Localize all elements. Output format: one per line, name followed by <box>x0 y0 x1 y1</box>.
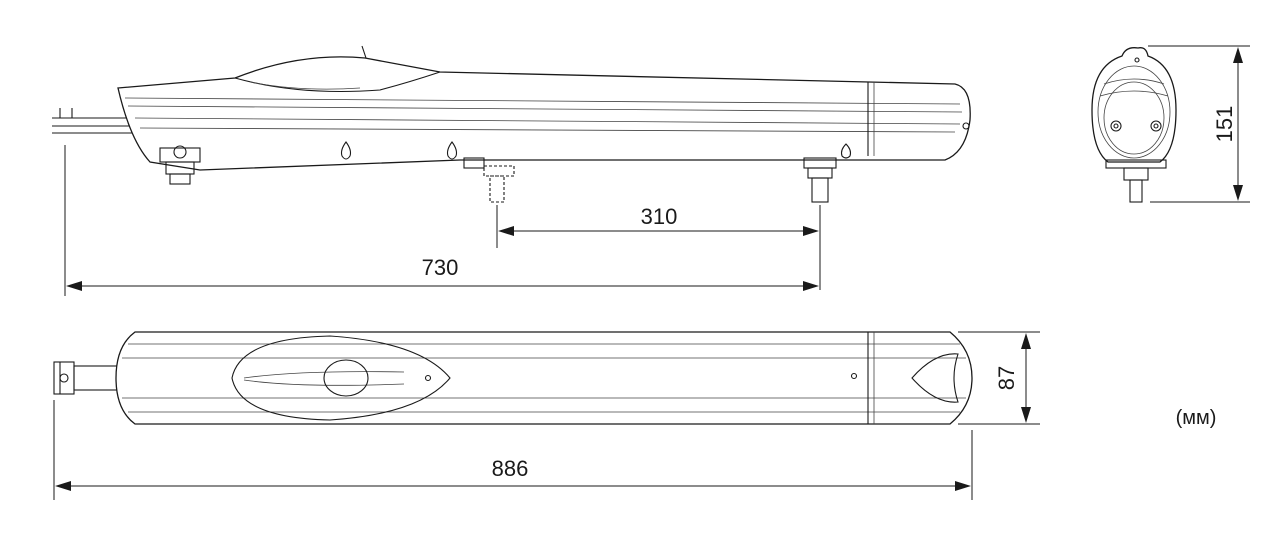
side-view-housing <box>117 56 971 171</box>
top-view-arm <box>53 361 125 395</box>
dimension-label-310: 310 <box>641 204 678 229</box>
dimension-label-886: 886 <box>492 456 529 481</box>
dimension-label-151: 151 <box>1212 106 1237 143</box>
dimension-overall-length: 886 <box>53 400 973 500</box>
dimension-height: 151 <box>1148 45 1250 203</box>
top-view-housing <box>115 331 973 425</box>
side-view-arm <box>52 108 134 134</box>
dimension-label-730: 730 <box>422 255 459 280</box>
dimension-label-87: 87 <box>994 366 1019 390</box>
dimension-pin-spacing: 310 <box>496 204 821 290</box>
dimension-mount-length: 730 <box>64 145 819 296</box>
dimension-width: 87 <box>958 331 1040 425</box>
side-view-rear-bracket <box>159 145 201 185</box>
top-view-dome <box>231 335 451 421</box>
end-view <box>1091 47 1177 203</box>
side-view-front-pin <box>463 157 515 203</box>
unit-label: (мм) <box>1176 407 1217 429</box>
side-view-hole <box>446 141 458 160</box>
top-view-release-knob <box>323 359 369 397</box>
side-view-rear-pin <box>803 157 837 203</box>
side-view <box>52 45 971 203</box>
end-view-housing <box>1091 47 1177 163</box>
top-view <box>53 331 973 425</box>
side-view-hole <box>340 141 352 160</box>
